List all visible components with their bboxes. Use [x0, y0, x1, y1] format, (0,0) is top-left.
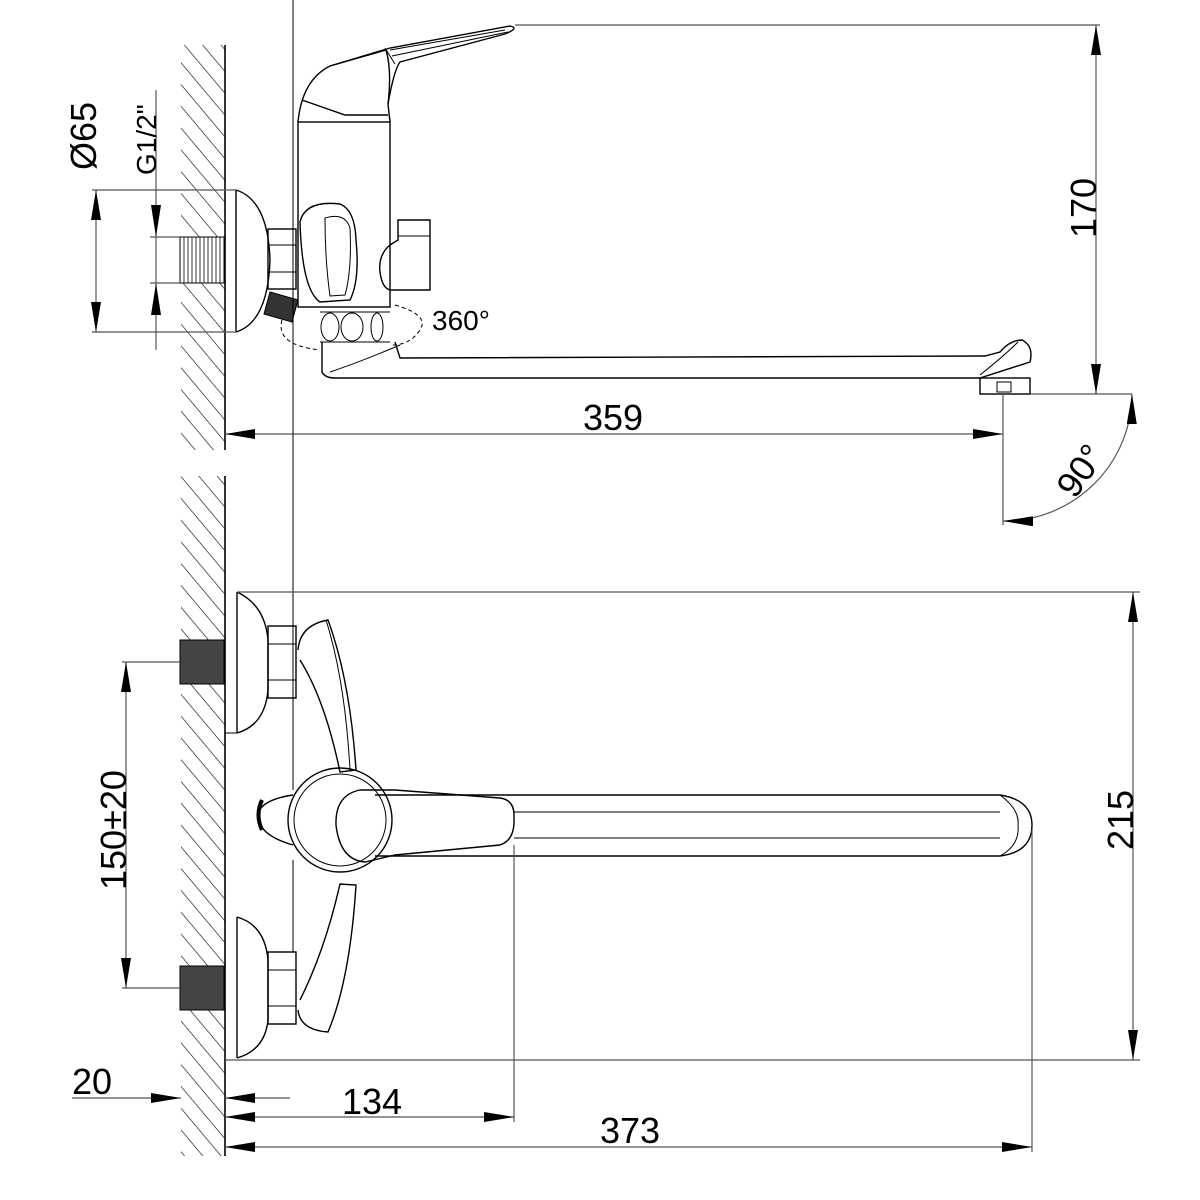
- wall-section-lower: [181, 476, 226, 1156]
- handle-reach-dimension: 134: [225, 845, 515, 1122]
- mixer-body-front: [256, 767, 393, 873]
- spout-side: [321, 339, 1032, 395]
- inlet-spacing-label: 150±20: [93, 770, 134, 890]
- side-view: 360° Ø65 G1/2" 359 170: [63, 24, 1137, 527]
- overall-height-dimension: 215: [225, 591, 1141, 1061]
- flange-diameter-label: Ø65: [63, 102, 104, 170]
- wall-flange-top: [225, 591, 297, 734]
- mixer-body-side: [297, 25, 515, 308]
- handle-reach-label: 134: [342, 1081, 402, 1122]
- wall-thickness-dimension: 20: [72, 1061, 290, 1103]
- height-label: 170: [1063, 178, 1104, 238]
- overall-reach-label: 373: [600, 1110, 660, 1151]
- inlet-thread-bottom: [179, 965, 225, 1011]
- outlet-rotation-label: 90°: [1048, 436, 1113, 504]
- spout-front: [375, 794, 1033, 857]
- wall-flange-side: [225, 189, 271, 333]
- inlet-thread-side: [179, 236, 225, 284]
- thread-size-label: G1/2": [131, 104, 162, 175]
- overall-reach-dimension: 373: [225, 830, 1033, 1152]
- wall-thickness-label: 20: [72, 1061, 112, 1102]
- wall-flange-bottom: [236, 916, 297, 1059]
- inlet-spacing-dimension: 150±20: [93, 661, 180, 989]
- height-dimension: 170: [515, 24, 1132, 395]
- eccentric-thread: [263, 291, 299, 323]
- spout-reach-label: 359: [583, 397, 643, 438]
- spout-reach-dimension: 359: [225, 394, 1004, 525]
- outlet-rotation-dimension: 90°: [1002, 393, 1137, 527]
- swivel-angle-label: 360°: [432, 305, 490, 336]
- front-view: 150±20 215 20 134 373: [72, 0, 1141, 1156]
- flange-diameter-dimension: Ø65: [63, 102, 236, 333]
- overall-height-label: 215: [1100, 790, 1141, 850]
- thread-size-dimension: G1/2": [131, 90, 180, 350]
- inlet-thread-top: [179, 639, 225, 685]
- eccentric-arms: [292, 0, 357, 1033]
- handle-lever-front: [335, 789, 515, 863]
- swivel-collar: [280, 304, 423, 351]
- hex-nut-side: [267, 228, 297, 290]
